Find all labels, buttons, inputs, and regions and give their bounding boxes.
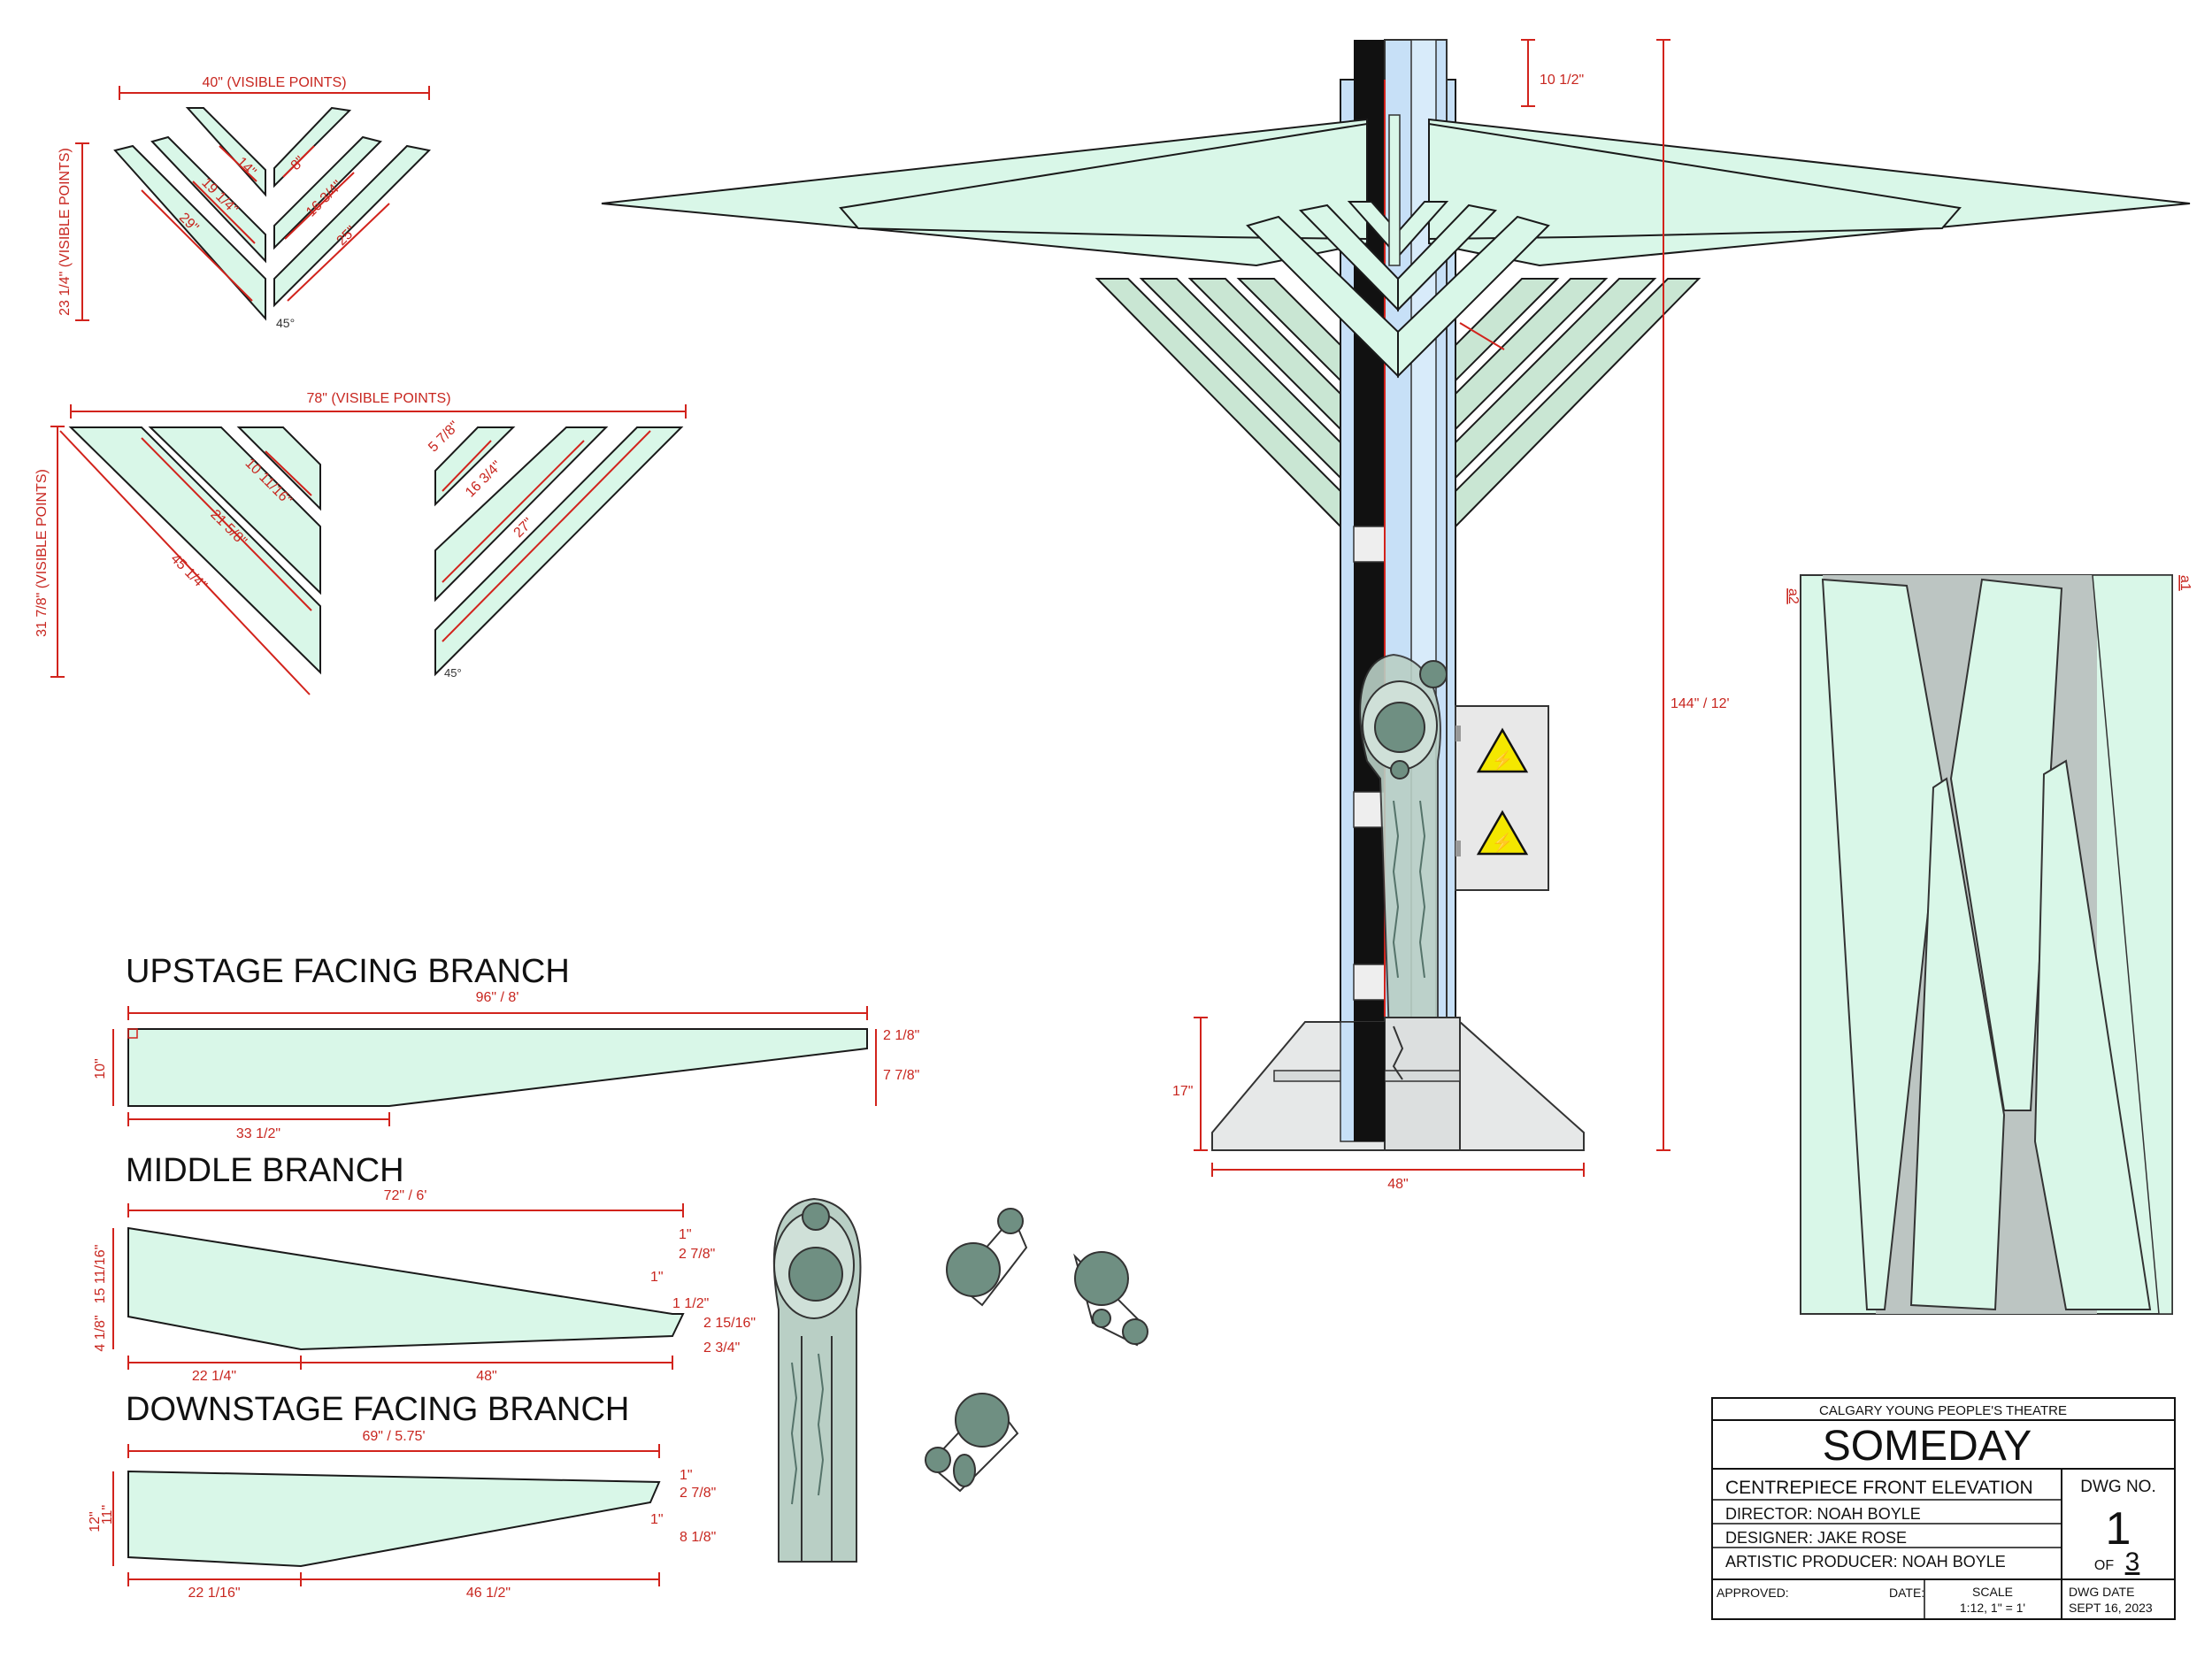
middle-base-left: 22 1/4" <box>192 1369 236 1384</box>
downstage-length: 69" / 5.75' <box>362 1429 425 1444</box>
downstage-height-inner: 11" <box>100 1505 115 1525</box>
feet-sketch <box>925 1208 1148 1493</box>
tl-angle: 45° <box>276 316 295 330</box>
ml-angle: 45° <box>444 666 462 680</box>
ml-piece-2 <box>148 426 321 595</box>
ml-width-label: 78" (VISIBLE POINTS) <box>306 391 450 406</box>
downstage-right-1: 1" <box>680 1468 693 1483</box>
upstage-branch-diagram: UPSTAGE FACING BRANCH 96" / 8' 10" 2 1/8… <box>93 953 919 1141</box>
tb-dwg-date: SEPT 16, 2023 <box>2069 1601 2153 1615</box>
upstage-height: 10" <box>93 1058 108 1079</box>
electrical-hazard-icon: ⚡ <box>1476 727 1529 773</box>
tb-dwg-no-label: DWG NO. <box>2080 1478 2156 1496</box>
elev-top-dim: 10 1/2" <box>1540 73 1584 88</box>
tb-of-total: 3 <box>2125 1548 2140 1577</box>
elev-height-dim: 144" / 12' <box>1671 696 1730 711</box>
tl-piece-5 <box>273 135 382 250</box>
downstage-heading: DOWNSTAGE FACING BRANCH <box>126 1391 629 1428</box>
tb-dwg-date-label: DWG DATE <box>2069 1585 2134 1599</box>
panel-label-a1: a1 <box>2177 575 2193 591</box>
mid-left-diagram: 78" (VISIBLE POINTS) 31 7/8" (VISIBLE PO… <box>35 391 687 695</box>
downstage-right-4: 8 1/8" <box>680 1530 716 1545</box>
middle-length: 72" / 6' <box>384 1188 427 1203</box>
tb-producer: ARTISTIC PRODUCER: NOAH BOYLE <box>1725 1553 2006 1571</box>
tb-of-label: OF <box>2094 1558 2114 1573</box>
ml-piece-5 <box>434 426 609 603</box>
downstage-branch-diagram: DOWNSTAGE FACING BRANCH 69" / 5.75' 12" … <box>88 1391 716 1601</box>
ml-piece-3 <box>68 426 321 675</box>
panel-a1-a2: a2 a1 <box>1786 574 2193 1315</box>
tb-show: SOMEDAY <box>1823 1423 2032 1470</box>
tl-width-label: 40" (VISIBLE POINTS) <box>202 75 346 90</box>
elev-base-width: 48" <box>1387 1177 1408 1192</box>
panel-label-a2: a2 <box>1786 588 1801 604</box>
svg-text:⚡: ⚡ <box>1492 749 1514 771</box>
ml-height-label: 31 7/8" (VISIBLE POINTS) <box>35 469 50 637</box>
svg-text:⚡: ⚡ <box>1492 832 1514 853</box>
upstage-branch-shape <box>127 1028 868 1107</box>
middle-right-3: 1" <box>650 1270 664 1285</box>
tb-date: DATE: <box>1889 1586 1924 1600</box>
tb-drawing-title: CENTREPIECE FRONT ELEVATION <box>1725 1478 2033 1498</box>
downstage-base-left: 22 1/16" <box>188 1586 240 1601</box>
upstage-heading: UPSTAGE FACING BRANCH <box>126 953 570 990</box>
electrocution-warning-icon: ⚡ <box>1476 810 1529 856</box>
downstage-height-outer: 12" <box>88 1511 103 1532</box>
tb-designer: DESIGNER: JAKE ROSE <box>1725 1529 1907 1547</box>
middle-right-2: 2 7/8" <box>679 1247 715 1262</box>
middle-right-6: 2 3/4" <box>703 1340 740 1356</box>
middle-branch-shape <box>127 1226 685 1351</box>
tl-piece-6 <box>273 144 432 308</box>
tl-piece-2 <box>150 135 266 264</box>
middle-height: 15 11/16" <box>93 1245 108 1304</box>
middle-right-4: 1 1/2" <box>672 1296 709 1311</box>
tb-scale: 1:12, 1" = 1' <box>1960 1601 2025 1615</box>
figure-sketch <box>772 1197 862 1563</box>
downstage-base-right: 46 1/2" <box>466 1586 511 1601</box>
middle-base-right: 48" <box>476 1369 496 1384</box>
ml-piece-4 <box>434 426 516 507</box>
downstage-right-3: 1" <box>650 1512 664 1527</box>
middle-right-1: 1" <box>679 1227 692 1242</box>
centrepiece-elevation: ⚡ ⚡ 10 1/2" 144" / 12' 17" 48" <box>601 39 2191 1192</box>
tb-director: DIRECTOR: NOAH BOYLE <box>1725 1505 1921 1523</box>
tb-company: CALGARY YOUNG PEOPLE'S THEATRE <box>1819 1403 2067 1418</box>
tb-approved: APPROVED: <box>1717 1586 1789 1600</box>
tb-scale-label: SCALE <box>1972 1585 2013 1599</box>
downstage-branch-shape <box>127 1470 661 1568</box>
middle-branch-diagram: MIDDLE BRANCH 72" / 6' 15 11/16" 4 1/8" … <box>93 1152 756 1384</box>
tb-dwg-no: 1 <box>2106 1503 2131 1555</box>
top-left-diagram: 40" (VISIBLE POINTS) 23 1/4" (VISIBLE PO… <box>58 75 432 330</box>
middle-right-5: 2 15/16" <box>703 1316 756 1331</box>
ml-piece-1 <box>236 426 321 511</box>
tl-height-label: 23 1/4" (VISIBLE POINTS) <box>58 148 73 316</box>
ml-piece-6 <box>434 426 684 677</box>
downstage-right-2: 2 7/8" <box>680 1486 716 1501</box>
upstage-tip-top: 2 1/8" <box>883 1028 919 1043</box>
middle-heading: MIDDLE BRANCH <box>126 1152 404 1189</box>
upstage-length: 96" / 8' <box>476 990 519 1005</box>
title-block: CALGARY YOUNG PEOPLE'S THEATRE SOMEDAY C… <box>1711 1397 2176 1620</box>
upstage-base: 33 1/2" <box>236 1126 280 1141</box>
upstage-tip-bottom: 7 7/8" <box>883 1068 919 1083</box>
middle-left-small: 4 1/8" <box>93 1315 108 1351</box>
elev-base-height: 17" <box>1172 1084 1193 1099</box>
